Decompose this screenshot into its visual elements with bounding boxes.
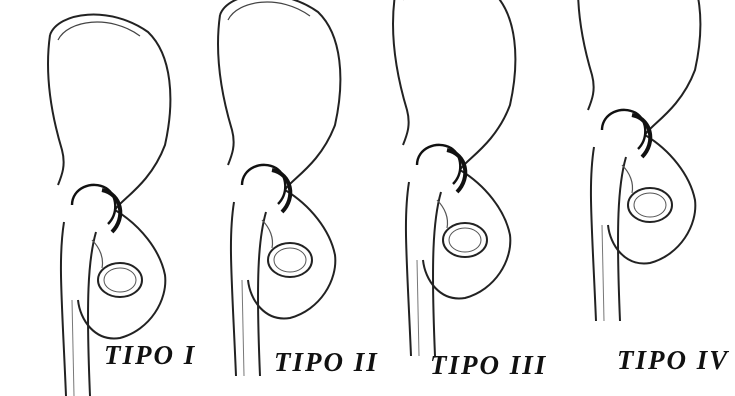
label-tipo-1: TIPO I (104, 342, 196, 369)
label-tipo-2: TIPO II (274, 349, 379, 376)
panel-tipo-2-drawing (218, 0, 340, 376)
label-tipo-3: TIPO III (430, 352, 547, 379)
label-tipo-4: TIPO IV (617, 347, 729, 374)
panel-tipo-4-drawing (578, 0, 700, 321)
panel-tipo-1-drawing (48, 15, 170, 396)
panel-tipo-3-drawing (393, 0, 515, 356)
